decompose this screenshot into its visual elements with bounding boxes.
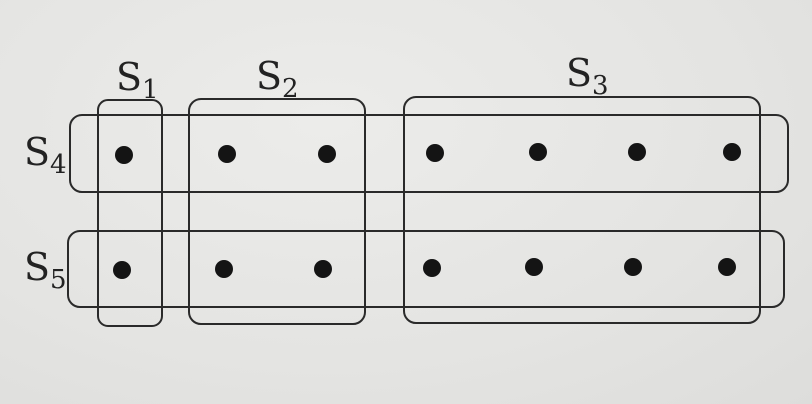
set-s2-label: S2 xyxy=(256,54,299,104)
set-s5-outline xyxy=(67,230,785,308)
set-s1-outline xyxy=(97,99,163,327)
element-dot xyxy=(218,145,236,163)
set-s3-label: S3 xyxy=(566,51,609,101)
element-dot xyxy=(718,258,736,276)
element-dot xyxy=(215,260,233,278)
element-dot xyxy=(529,143,547,161)
element-dot xyxy=(628,143,646,161)
element-dot xyxy=(113,261,131,279)
element-dot xyxy=(426,144,444,162)
element-dot xyxy=(525,258,543,276)
set-s4-label: S4 xyxy=(24,130,67,180)
set-s5-label: S5 xyxy=(24,245,67,295)
element-dot xyxy=(314,260,332,278)
set-s3-outline xyxy=(403,96,761,324)
element-dot xyxy=(423,259,441,277)
element-dot xyxy=(624,258,642,276)
element-dot xyxy=(115,146,133,164)
set-s2-outline xyxy=(188,98,366,325)
set-s1-label: S1 xyxy=(116,55,159,105)
set-s4-outline xyxy=(69,114,789,193)
element-dot xyxy=(318,145,336,163)
element-dot xyxy=(723,143,741,161)
